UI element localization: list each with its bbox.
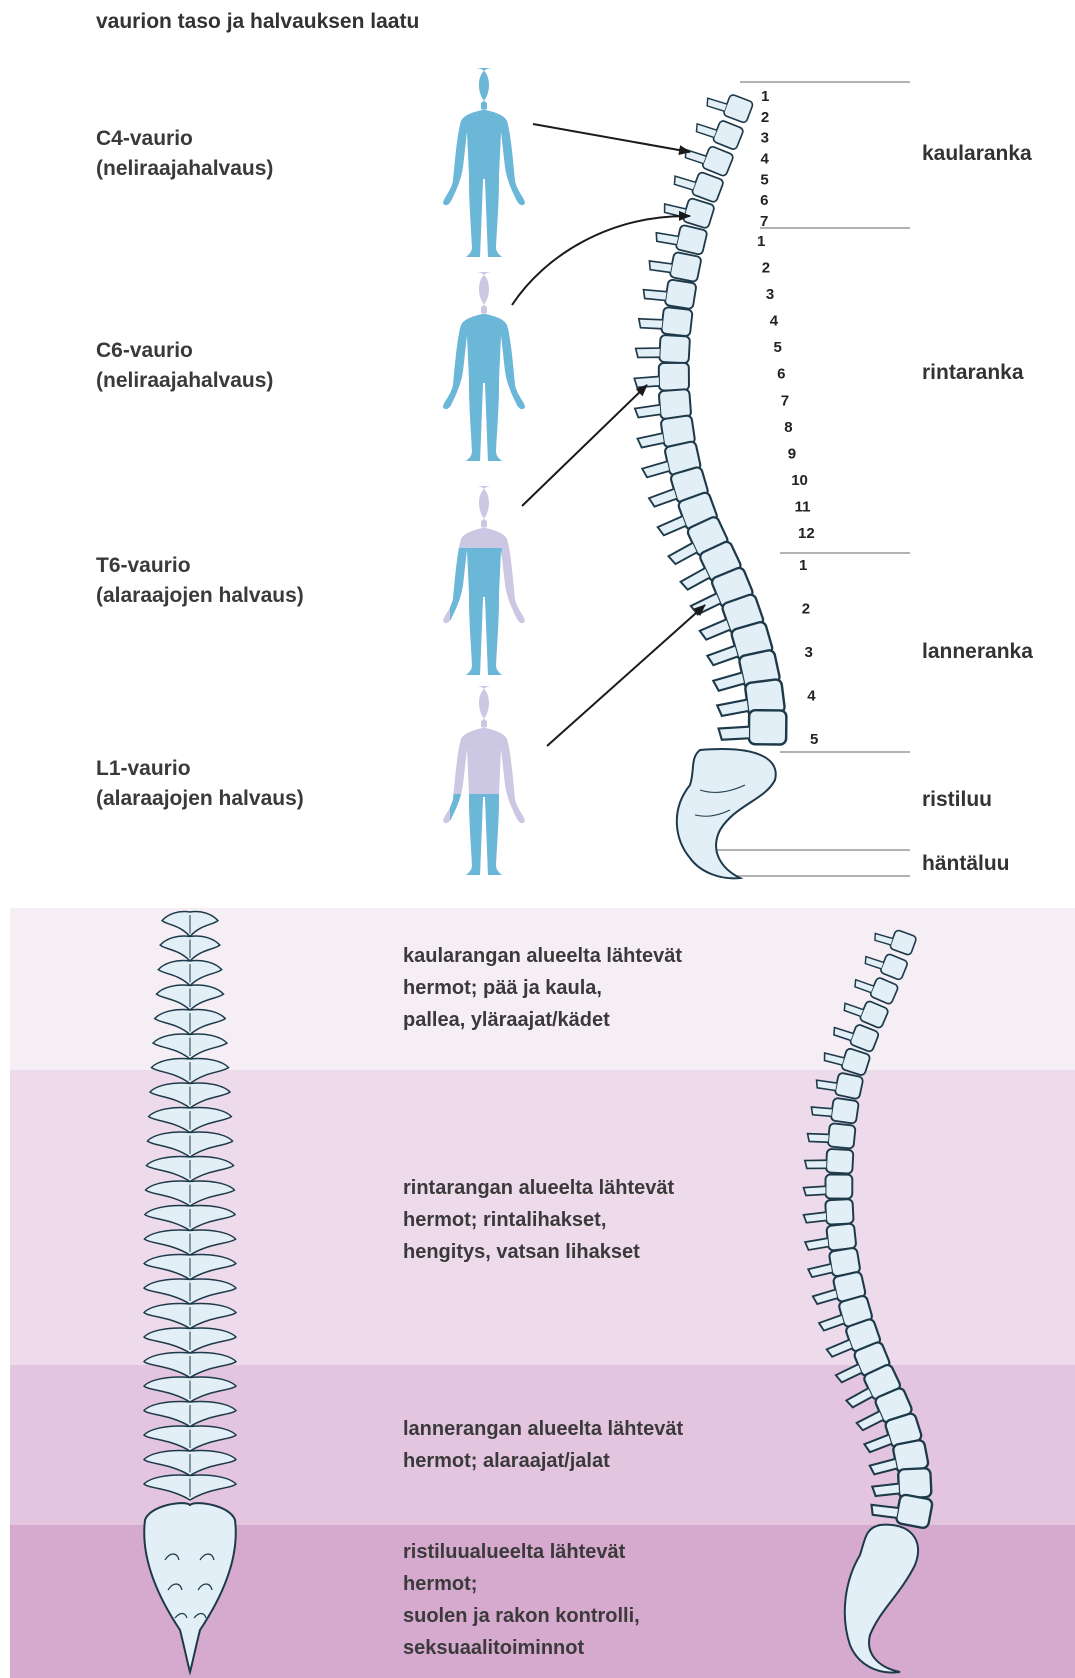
- vertebra-number-cervical: 4: [761, 151, 770, 168]
- text-line: lannerangan alueelta lähtevät: [403, 1413, 683, 1445]
- vertebra-number-cervical: 7: [760, 213, 768, 230]
- text-line: suolen ja rakon kontrolli,: [403, 1600, 640, 1632]
- text-line: pallea, yläraajat/kädet: [403, 1004, 682, 1036]
- vertebra-number-lumbar: 5: [810, 731, 818, 748]
- figure-body: [443, 686, 525, 875]
- top-diagram: 123456712345678910111212345: [0, 0, 1075, 880]
- text-line: kaularangan alueelta lähtevät: [403, 940, 682, 972]
- text-line: hengitys, vatsan lihakset: [403, 1236, 674, 1268]
- human-figure: [443, 686, 525, 880]
- nerve-text-cervical: kaularangan alueelta lähtevät hermot; pä…: [403, 940, 682, 1036]
- vertebra-number-cervical: 2: [761, 109, 769, 126]
- text-line: ristiluualueelta lähtevät: [403, 1536, 640, 1568]
- paralyzed-area: [450, 548, 502, 748]
- body-figures: [416, 68, 536, 880]
- nerve-text-thoracic: rintarangan alueelta lähtevät hermot; ri…: [403, 1172, 674, 1268]
- text-line: seksuaalitoiminnot: [403, 1632, 640, 1664]
- vertebra-number-thoracic: 5: [773, 339, 781, 356]
- vertebra-number-lumbar: 4: [807, 688, 816, 705]
- sacrum-shape: [677, 749, 776, 878]
- vertebra-number-cervical: 3: [761, 130, 769, 147]
- vertebra-number-thoracic: 3: [766, 286, 774, 303]
- vertebra-number-thoracic: 7: [781, 392, 789, 409]
- text-line: hermot; rintalihakset,: [403, 1204, 674, 1236]
- arrow-l1: [547, 605, 705, 746]
- text-line: hermot; alaraajat/jalat: [403, 1445, 683, 1477]
- vertebra-number-lumbar: 3: [805, 644, 813, 661]
- vertebra-number-cervical: 6: [760, 192, 768, 209]
- vertebra-number-cervical: 5: [760, 171, 768, 188]
- vertebra: [634, 363, 689, 391]
- vertebra-number-thoracic: 6: [777, 366, 785, 383]
- arrow-t6: [522, 385, 647, 506]
- vertebra-number-thoracic: 11: [795, 498, 811, 515]
- vertebra-number-lumbar: 1: [799, 557, 807, 574]
- vertebra-number-lumbar: 2: [802, 601, 810, 618]
- nerve-text-sacral: ristiluualueelta lähtevät hermot; suolen…: [403, 1536, 640, 1664]
- vertebra-number-thoracic: 4: [770, 313, 779, 330]
- paralyzed-area: [416, 68, 536, 268]
- vertebra-number-thoracic: 1: [757, 233, 765, 250]
- human-figure: [416, 68, 536, 268]
- vertebra: [704, 87, 754, 124]
- vertebra-number-thoracic: 2: [762, 260, 770, 277]
- text-line: rintarangan alueelta lähtevät: [403, 1172, 674, 1204]
- vertebra-number-thoracic: 10: [791, 472, 808, 489]
- human-figure: [416, 272, 536, 514]
- nerve-text-lumbar: lannerangan alueelta lähtevät hermot; al…: [403, 1413, 683, 1477]
- vertebra-number-thoracic: 9: [788, 445, 796, 462]
- vertebra: [638, 304, 693, 336]
- text-line: hermot; pää ja kaula,: [403, 972, 682, 1004]
- arrow-c4: [533, 124, 690, 152]
- vertebra: [635, 334, 690, 364]
- paralyzed-area: [450, 794, 502, 880]
- text-line: hermot;: [403, 1568, 640, 1600]
- vertebra-number-thoracic: 8: [784, 419, 792, 436]
- vertebra-number-thoracic: 12: [798, 525, 815, 542]
- paralyzed-area: [416, 314, 536, 514]
- vertebra-number-cervical: 1: [761, 88, 769, 105]
